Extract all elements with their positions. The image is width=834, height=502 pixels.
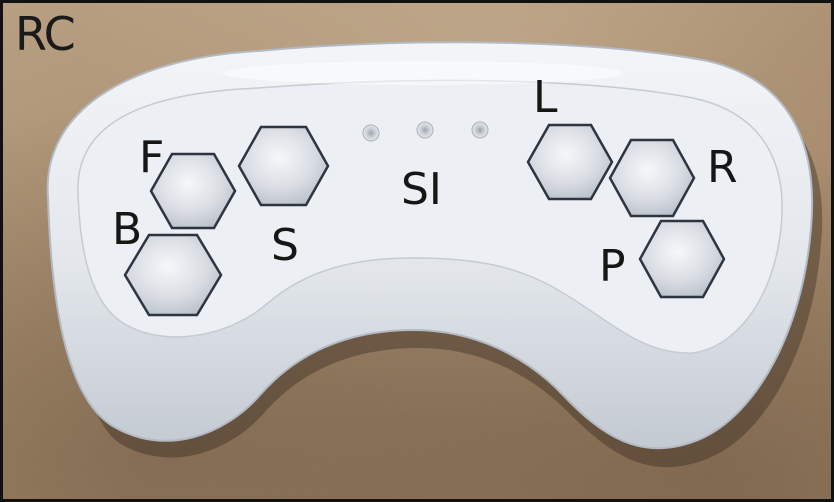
body-highlight: [223, 61, 623, 85]
play-button[interactable]: [638, 219, 726, 299]
figure-label: RC: [15, 7, 76, 61]
controller-illustration: [46, 41, 823, 468]
indicator-led-1: [362, 124, 380, 142]
right-label: R: [707, 142, 738, 193]
indicator-label: SI: [401, 164, 442, 215]
forward-button[interactable]: [149, 152, 237, 230]
play-label: P: [599, 241, 626, 292]
forward-label: F: [139, 132, 165, 183]
backward-label: B: [112, 204, 143, 255]
left-button[interactable]: [526, 123, 614, 201]
left-label: L: [533, 72, 558, 123]
backward-button[interactable]: [123, 233, 223, 317]
indicator-led-3: [471, 121, 489, 139]
stop-button[interactable]: [237, 125, 330, 207]
right-button[interactable]: [608, 138, 696, 218]
stop-label: S: [271, 220, 299, 271]
indicator-led-2: [416, 121, 434, 139]
